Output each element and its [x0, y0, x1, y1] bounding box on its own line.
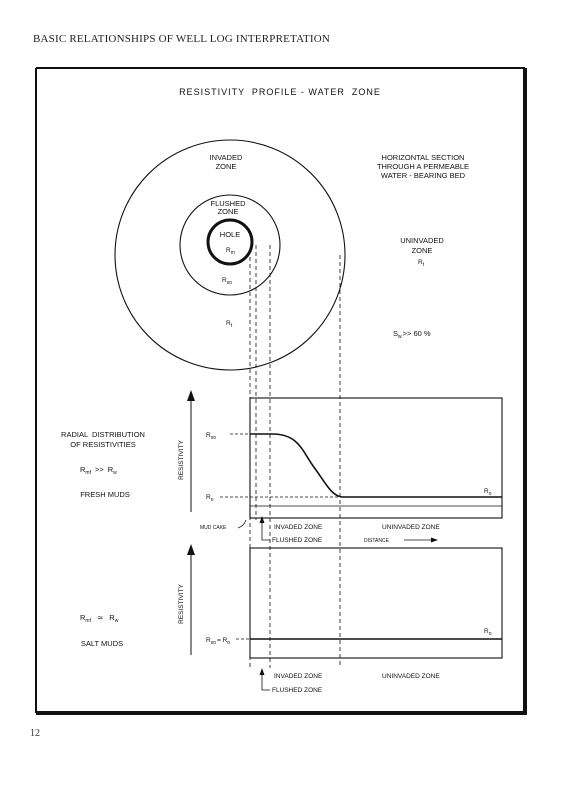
salt-relation: Rmf≃Rw	[80, 613, 119, 624]
rm-label: Rm	[226, 247, 235, 256]
salt-axis-label: RESISTIVITY	[178, 583, 185, 623]
invaded-zone-circle	[114, 139, 346, 371]
salt-invaded-zone-label: INVADED ZONE	[274, 673, 323, 680]
fresh-flushed-arrow	[261, 520, 270, 541]
uninvaded-zone-label: UNINVADED	[400, 236, 444, 245]
fresh-flushed-arrowhead	[259, 516, 265, 523]
salt-flushed-zone-label: FLUSHED ZONE	[272, 687, 323, 694]
fresh-mud-plot-box	[249, 397, 503, 519]
salt-axis-arrowhead	[187, 544, 195, 555]
fresh-caption-1: RADIAL DISTRIBUTION	[61, 430, 145, 439]
page-header: BASIC RELATIONSHIPS OF WELL LOG INTERPRE…	[33, 33, 331, 45]
flushed-zone-circle	[179, 194, 281, 296]
fresh-ro-right-label: Ro	[484, 488, 492, 497]
fresh-mud-cake-pointer	[237, 519, 247, 529]
rt-inner-label: Rt	[226, 320, 233, 329]
invaded-zone-label: INVADED	[210, 153, 243, 162]
section-note-3: WATER - BEARING BED	[381, 171, 466, 180]
flushed-zone-label-2: ZONE	[218, 207, 239, 216]
fresh-mud-type: FRESH MUDS	[80, 490, 130, 499]
uninvaded-zone-label-2: ZONE	[412, 246, 433, 255]
hole-label: HOLE	[220, 230, 240, 239]
fresh-mud-resistivity-curve	[250, 433, 502, 498]
projection-lines	[249, 245, 341, 668]
flushed-zone-label: FLUSHED	[210, 199, 246, 208]
fresh-rxo-label: Rxo	[206, 432, 216, 441]
fresh-mud-cake-label: MUD CAKE	[200, 525, 227, 531]
fresh-caption-2: OF RESISTIVITIES	[70, 440, 135, 449]
fresh-distance-label: DISTANCE	[364, 538, 390, 544]
section-note-1: HORIZONTAL SECTION	[382, 153, 465, 162]
fresh-axis-arrowhead	[187, 390, 195, 401]
salt-mud-type: SALT MUDS	[81, 639, 123, 648]
figure-title: RESISTIVITY PROFILE - WATER ZONE	[179, 87, 381, 97]
fresh-invaded-zone-label: INVADED ZONE	[274, 524, 323, 531]
fresh-flushed-zone-label: FLUSHED ZONE	[272, 537, 323, 544]
section-note-2: THROUGH A PERMEABLE	[377, 162, 469, 171]
salt-flushed-arrow	[261, 672, 270, 691]
salt-ro-right-label: Ro	[484, 628, 492, 637]
sw-label: Sw>> 60 %	[393, 329, 431, 340]
salt-flushed-arrowhead	[259, 668, 265, 675]
invaded-zone-label-2: ZONE	[216, 162, 237, 171]
page-number: 12	[30, 728, 40, 739]
fresh-uninvaded-zone-label: UNINVADED ZONE	[382, 524, 440, 531]
borehole-circle	[206, 218, 254, 266]
fresh-ro-label: Ro	[206, 494, 214, 503]
fresh-relation: Rmf>>Rw	[80, 465, 117, 476]
fresh-axis-label: RESISTIVITY	[178, 439, 185, 479]
salt-uninvaded-zone-label: UNINVADED ZONE	[382, 673, 440, 680]
salt-mud-plot-box	[249, 547, 503, 659]
salt-rxo-ro-label: Rxo= Ro	[206, 637, 230, 646]
distance-arrowhead	[431, 537, 438, 543]
uninvaded-rt-label: Rt	[418, 259, 425, 268]
rxo-inner-label: Rxo	[222, 277, 232, 286]
